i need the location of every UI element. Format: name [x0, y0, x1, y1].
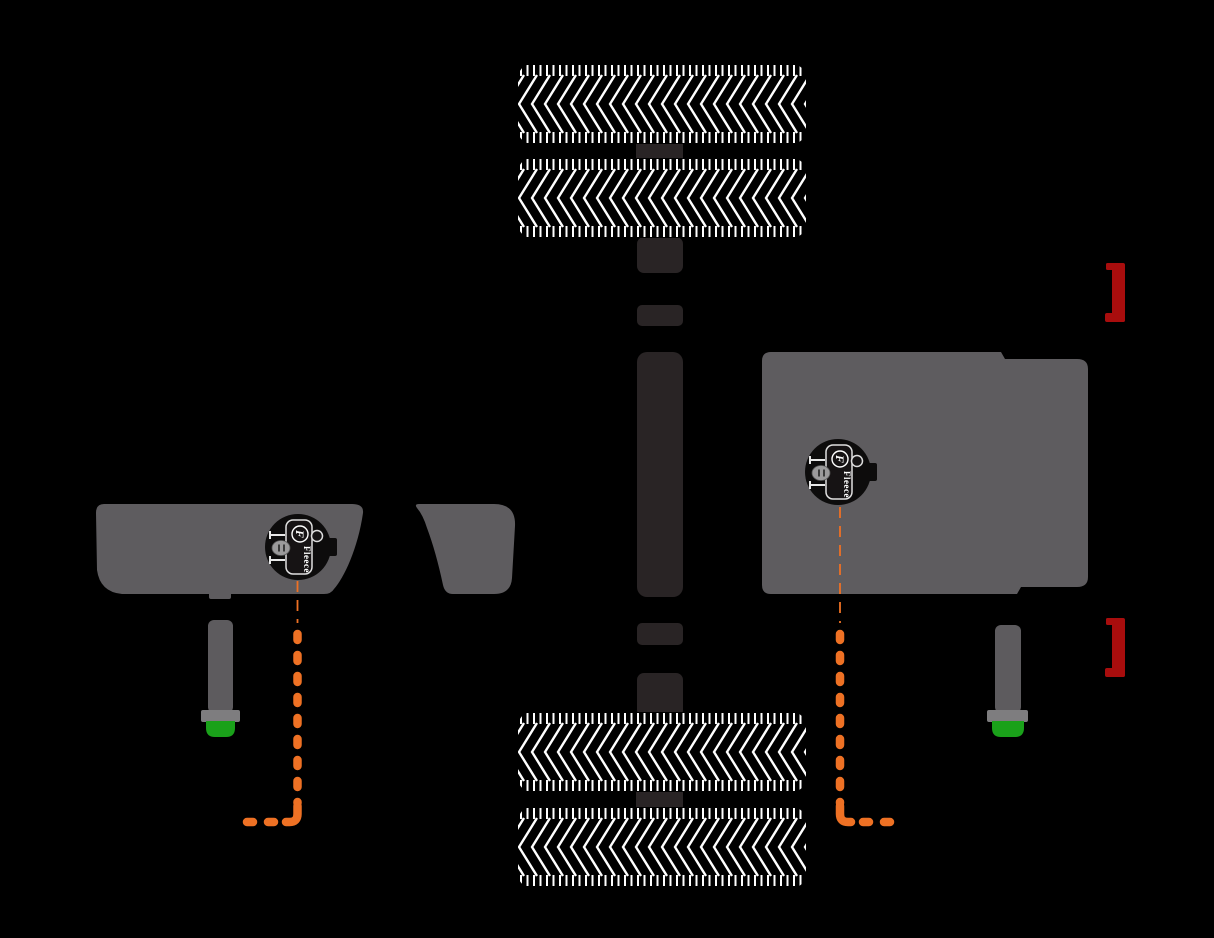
left-bolt-flange — [201, 710, 240, 722]
left-bolt-shaft — [208, 620, 233, 713]
bracket-upper — [1105, 263, 1125, 322]
left-routing-line — [233, 581, 302, 827]
left-tank-mount-tab — [209, 590, 231, 599]
right-bolt-shaft — [995, 625, 1021, 713]
pump-connector — [811, 465, 831, 481]
left-tank-front-section — [415, 504, 516, 594]
right-tank-body — [762, 352, 1088, 594]
pump-connector — [271, 540, 291, 556]
right-line-corner — [835, 801, 856, 827]
right-bolt — [987, 625, 1028, 737]
right-routing-line — [835, 507, 904, 827]
rear-tire-inner — [518, 712, 806, 792]
right-bolt-flange — [987, 710, 1028, 722]
pump-port — [310, 529, 324, 543]
pump-connector-slot — [818, 469, 820, 477]
fuel-pump-left: F Fleece — [265, 514, 337, 580]
driveshaft-joint-rear — [637, 623, 683, 645]
axle-assembly — [636, 136, 683, 813]
pump-connector-slot — [283, 544, 285, 552]
fuel-pump-right: F Fleece — [805, 439, 877, 505]
pump-left-tabs — [269, 531, 285, 564]
rear-axle-coupler — [637, 673, 683, 717]
bracket-lower — [1105, 618, 1125, 677]
left-line-corner — [281, 801, 302, 827]
driveshaft-joint-front — [637, 305, 683, 326]
front-axle-coupler — [637, 237, 683, 273]
right-fuel-tank — [762, 352, 1088, 594]
fleece-logo-monogram: F — [833, 454, 847, 463]
fleece-logo-ring — [291, 525, 309, 543]
fleece-logo-ring — [831, 450, 849, 468]
left-bolt-cap — [206, 721, 235, 737]
tires — [518, 64, 806, 888]
fleece-logo-wordmark: Fleece — [302, 546, 312, 573]
front-tire-outer — [518, 64, 806, 144]
pump-left-tabs — [809, 456, 825, 489]
pump-connector-slot — [823, 469, 825, 477]
pump-port — [850, 454, 864, 468]
mount-brackets — [1105, 263, 1125, 677]
fleece-logo-wordmark: Fleece — [842, 471, 852, 498]
drain-bolts — [201, 620, 1028, 737]
pump-connector-slot — [278, 544, 280, 552]
fleece-logo-monogram: F — [293, 529, 307, 538]
left-bolt — [201, 620, 240, 737]
rear-tire-outer — [518, 807, 806, 888]
right-bolt-cap — [992, 721, 1024, 737]
routing-lines — [233, 507, 904, 827]
front-tire-inner — [518, 158, 806, 238]
driveshaft — [637, 352, 683, 597]
